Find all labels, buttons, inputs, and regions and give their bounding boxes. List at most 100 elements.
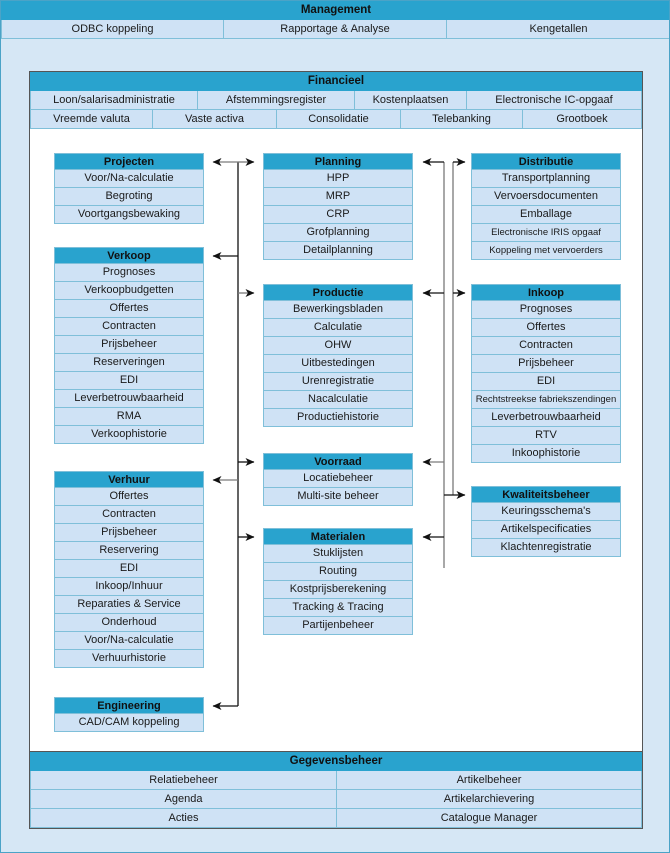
block-materialen-item[interactable]: Kostprijsberekening <box>263 581 413 599</box>
financieel-row-1: Loon/salarisadministratie Afstemmingsreg… <box>30 91 642 110</box>
block-voorraad: Voorraad Locatiebeheer Multi-site beheer <box>263 453 413 506</box>
gegevensbeheer-cell-catalogue-manager[interactable]: Catalogue Manager <box>337 809 642 828</box>
block-productie-item[interactable]: Bewerkingsbladen <box>263 301 413 319</box>
management-cell-rapportage-analyse[interactable]: Rapportage & Analyse <box>224 20 447 39</box>
block-inkoop-item[interactable]: Prognoses <box>471 301 621 319</box>
block-verkoop-item[interactable]: Contracten <box>54 318 204 336</box>
block-verhuur-item[interactable]: Reparaties & Service <box>54 596 204 614</box>
block-materialen-title: Materialen <box>263 528 413 545</box>
block-verkoop-item[interactable]: Prijsbeheer <box>54 336 204 354</box>
block-inkoop-item[interactable]: Inkoophistorie <box>471 445 621 463</box>
block-inkoop-item[interactable]: Offertes <box>471 319 621 337</box>
block-kwaliteitsbeheer-item[interactable]: Keuringsschema's <box>471 503 621 521</box>
management-cell-odbc-koppeling[interactable]: ODBC koppeling <box>1 20 224 39</box>
block-distributie-item[interactable]: Emballage <box>471 206 621 224</box>
financieel-row-2: Vreemde valuta Vaste activa Consolidatie… <box>30 110 642 129</box>
block-projecten-item[interactable]: Voor/Na-calculatie <box>54 170 204 188</box>
financieel-cell-grootboek[interactable]: Grootboek <box>523 110 642 129</box>
block-verhuur-item[interactable]: Voor/Na-calculatie <box>54 632 204 650</box>
block-distributie-item[interactable]: Electronische IRIS opgaaf <box>471 224 621 242</box>
block-productie-item[interactable]: Productiehistorie <box>263 409 413 427</box>
block-verkoop-item[interactable]: RMA <box>54 408 204 426</box>
financieel-cell-loon-salarisadministratie[interactable]: Loon/salarisadministratie <box>30 91 198 110</box>
block-verhuur-item[interactable]: Prijsbeheer <box>54 524 204 542</box>
financieel-cell-kostenplaatsen[interactable]: Kostenplaatsen <box>355 91 467 110</box>
block-inkoop-item[interactable]: RTV <box>471 427 621 445</box>
panel-management-row: ODBC koppeling Rapportage & Analyse Keng… <box>1 20 669 39</box>
block-planning: Planning HPP MRP CRP Grofplanning Detail… <box>263 153 413 260</box>
block-productie-item[interactable]: Nacalculatie <box>263 391 413 409</box>
block-inkoop-item[interactable]: Rechtstreekse fabriekszendingen <box>471 391 621 409</box>
block-verkoop-item[interactable]: Reserveringen <box>54 354 204 372</box>
block-engineering-title: Engineering <box>54 697 204 714</box>
panel-gegevensbeheer: Gegevensbeheer Relatiebeheer Artikelbehe… <box>29 751 643 829</box>
block-verhuur: Verhuur Offertes Contracten Prijsbeheer … <box>54 471 204 668</box>
block-distributie-item[interactable]: Transportplanning <box>471 170 621 188</box>
block-voorraad-item[interactable]: Locatiebeheer <box>263 470 413 488</box>
block-verhuur-item[interactable]: Inkoop/Inhuur <box>54 578 204 596</box>
block-verhuur-item[interactable]: Offertes <box>54 488 204 506</box>
block-materialen-item[interactable]: Routing <box>263 563 413 581</box>
block-productie-title: Productie <box>263 284 413 301</box>
block-verhuur-item[interactable]: EDI <box>54 560 204 578</box>
block-engineering: Engineering CAD/CAM koppeling <box>54 697 204 732</box>
block-materialen-item[interactable]: Tracking & Tracing <box>263 599 413 617</box>
block-materialen-item[interactable]: Stuklijsten <box>263 545 413 563</box>
financieel-cell-telebanking[interactable]: Telebanking <box>401 110 523 129</box>
financieel-cell-electronische-ic-opgaaf[interactable]: Electronische IC-opgaaf <box>467 91 642 110</box>
financieel-cell-vreemde-valuta[interactable]: Vreemde valuta <box>30 110 153 129</box>
financieel-cell-consolidatie[interactable]: Consolidatie <box>277 110 401 129</box>
block-engineering-item[interactable]: CAD/CAM koppeling <box>54 714 204 732</box>
block-verkoop-item[interactable]: Leverbetrouwbaarheid <box>54 390 204 408</box>
block-verhuur-item[interactable]: Reservering <box>54 542 204 560</box>
block-planning-item[interactable]: CRP <box>263 206 413 224</box>
block-productie-item[interactable]: Urenregistratie <box>263 373 413 391</box>
gegevensbeheer-cell-relatiebeheer[interactable]: Relatiebeheer <box>30 771 337 790</box>
block-kwaliteitsbeheer-item[interactable]: Klachtenregistratie <box>471 539 621 557</box>
block-materialen: Materialen Stuklijsten Routing Kostprijs… <box>263 528 413 635</box>
block-verkoop-item[interactable]: Offertes <box>54 300 204 318</box>
financieel-cell-afstemmingsregister[interactable]: Afstemmingsregister <box>198 91 355 110</box>
block-inkoop-item[interactable]: Prijsbeheer <box>471 355 621 373</box>
block-inkoop-item[interactable]: Leverbetrouwbaarheid <box>471 409 621 427</box>
panel-management: Management ODBC koppeling Rapportage & A… <box>1 1 669 39</box>
block-productie-item[interactable]: Uitbestedingen <box>263 355 413 373</box>
block-kwaliteitsbeheer-item[interactable]: Artikelspecificaties <box>471 521 621 539</box>
block-inkoop-item[interactable]: EDI <box>471 373 621 391</box>
block-verkoop-title: Verkoop <box>54 247 204 264</box>
block-materialen-item[interactable]: Partijenbeheer <box>263 617 413 635</box>
block-inkoop-item[interactable]: Contracten <box>471 337 621 355</box>
gegevensbeheer-row-3: Acties Catalogue Manager <box>30 809 642 828</box>
block-planning-item[interactable]: Grofplanning <box>263 224 413 242</box>
block-verhuur-item[interactable]: Onderhoud <box>54 614 204 632</box>
gegevensbeheer-cell-artikelbeheer[interactable]: Artikelbeheer <box>337 771 642 790</box>
panel-gegevensbeheer-title: Gegevensbeheer <box>30 752 642 771</box>
block-verhuur-title: Verhuur <box>54 471 204 488</box>
block-verkoop-item[interactable]: Verkoophistorie <box>54 426 204 444</box>
block-verhuur-item[interactable]: Verhuurhistorie <box>54 650 204 668</box>
block-productie-item[interactable]: OHW <box>263 337 413 355</box>
gegevensbeheer-cell-artikelarchievering[interactable]: Artikelarchievering <box>337 790 642 809</box>
block-productie-item[interactable]: Calculatie <box>263 319 413 337</box>
block-distributie-item[interactable]: Koppeling met vervoerders <box>471 242 621 260</box>
block-productie: Productie Bewerkingsbladen Calculatie OH… <box>263 284 413 427</box>
panel-financieel-title: Financieel <box>30 72 642 91</box>
block-projecten-item[interactable]: Begroting <box>54 188 204 206</box>
financieel-cell-vaste-activa[interactable]: Vaste activa <box>153 110 277 129</box>
block-inkoop: Inkoop Prognoses Offertes Contracten Pri… <box>471 284 621 463</box>
block-distributie-item[interactable]: Vervoersdocumenten <box>471 188 621 206</box>
block-planning-item[interactable]: MRP <box>263 188 413 206</box>
block-distributie-title: Distributie <box>471 153 621 170</box>
block-verkoop-item[interactable]: Prognoses <box>54 264 204 282</box>
block-verhuur-item[interactable]: Contracten <box>54 506 204 524</box>
gegevensbeheer-cell-acties[interactable]: Acties <box>30 809 337 828</box>
block-planning-item[interactable]: HPP <box>263 170 413 188</box>
block-projecten-item[interactable]: Voortgangsbewaking <box>54 206 204 224</box>
block-verkoop-item[interactable]: EDI <box>54 372 204 390</box>
management-cell-kengetallen[interactable]: Kengetallen <box>447 20 669 39</box>
block-planning-item[interactable]: Detailplanning <box>263 242 413 260</box>
block-projecten-title: Projecten <box>54 153 204 170</box>
block-verkoop-item[interactable]: Verkoopbudgetten <box>54 282 204 300</box>
block-voorraad-item[interactable]: Multi-site beheer <box>263 488 413 506</box>
gegevensbeheer-cell-agenda[interactable]: Agenda <box>30 790 337 809</box>
